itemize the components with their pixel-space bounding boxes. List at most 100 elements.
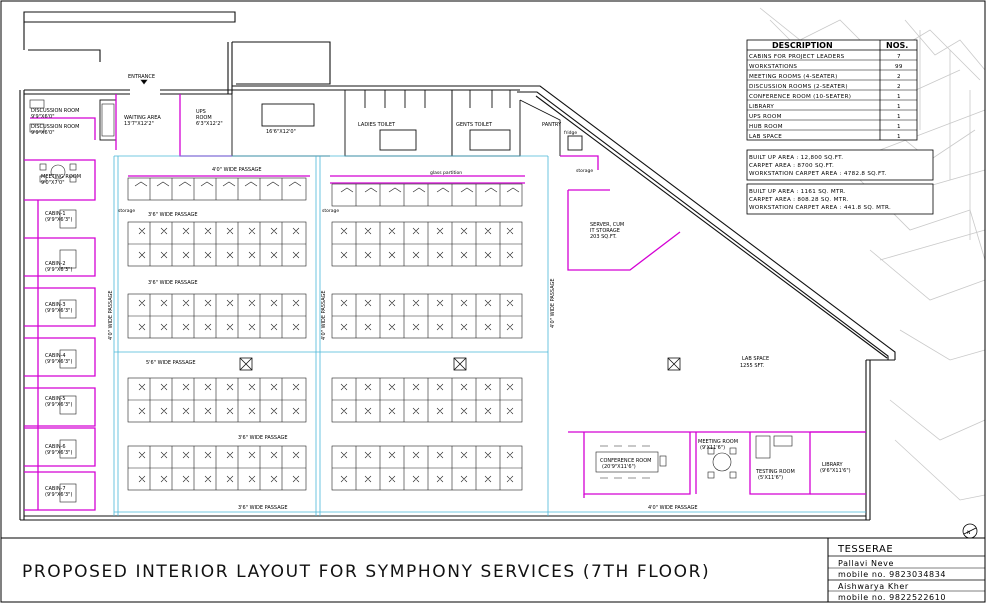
designer-1-mobile: mobile no. 9823034834	[838, 570, 946, 579]
table-row-description: LAB SPACE	[749, 134, 782, 140]
table-row-count: 1	[897, 94, 901, 100]
meeting-room-left-label: MEETING ROOM	[41, 174, 81, 180]
lab-space-size: 1255 SFT.	[740, 363, 765, 369]
passage-vertical-right-label: 4'0" WIDE PASSAGE	[550, 278, 556, 328]
pantry-label: PANTRY	[542, 122, 562, 128]
designer-2-mobile: mobile no. 9822522610	[838, 593, 946, 602]
workstations	[29, 79, 793, 503]
cabin-7-label: CABIN-7	[45, 486, 66, 492]
workstation-block	[127, 445, 307, 491]
testing-bench	[755, 435, 793, 459]
designer-2-name: Aishwarya Kher	[838, 582, 909, 591]
cabin-5-label: CABIN-5	[45, 396, 66, 402]
meeting-room-right-size: (9'X11'6")	[700, 445, 725, 451]
testing-room-size: (5'X11'6")	[758, 475, 783, 481]
cabin-3-label: CABIN-3	[45, 302, 66, 308]
server-size: 203 SQ.FT.	[590, 234, 617, 240]
storage-2-label: storage	[322, 208, 339, 214]
library-size: (9'6"X11'6")	[820, 468, 851, 474]
cabin-6-size: (9'9"X6'3")	[45, 450, 72, 456]
passage-row2-label: 3'6" WIDE PASSAGE	[148, 212, 198, 218]
table-row-count: 1	[897, 134, 901, 140]
passage-vertical-mid-label: 4'0" WIDE PASSAGE	[321, 290, 327, 340]
schedule-table: DESCRIPTION NOS. CABINS FOR PROJECT LEAD…	[746, 39, 918, 141]
table-row-count: 2	[897, 84, 901, 90]
area-summary-sqm: BUILT UP AREA : 1161 SQ. MTR. CARPET ARE…	[746, 183, 934, 215]
north-label: N	[967, 530, 970, 536]
cabin-7-size: (9'9"X6'3")	[45, 492, 72, 498]
lab-space-label: LAB SPACE	[742, 356, 769, 362]
passage-row3-label: 3'6" WIDE PASSAGE	[148, 280, 198, 286]
table-row-description: DISCUSSION ROOMS (2-SEATER)	[749, 84, 848, 90]
table-row-description: MEETING ROOMS (4-SEATER)	[749, 74, 838, 80]
partitions	[24, 94, 866, 511]
meeting-table	[707, 447, 737, 479]
entrance-label: ENTRANCE	[128, 74, 155, 80]
cabin-3-size: (9'9"X6'3")	[45, 308, 72, 314]
built-up-area-sqft: BUILT UP AREA : 12,800 SQ.FT.	[749, 155, 843, 161]
cabin-4-size: (9'9"X6'3")	[45, 359, 72, 365]
storage-3-label: storage	[576, 168, 593, 174]
storage-1-label: storage	[118, 208, 135, 214]
discussion-room-1-size: 9'9"X6'0"	[31, 114, 55, 120]
carpet-area-sqm: CARPET AREA : 808.28 SQ. MTR.	[749, 197, 849, 203]
table-row-description: CABINS FOR PROJECT LEADERS	[749, 54, 845, 60]
table-row-description: LIBRARY	[749, 104, 774, 110]
cabin-6-label: CABIN-6	[45, 444, 66, 450]
cabin-5-size: (9'9"X6'3")	[45, 402, 72, 408]
discussion-room-2-label: DISCUSSION ROOM	[31, 124, 79, 130]
workstation-block	[331, 377, 523, 423]
conference-room-size: (20'9"X11'6")	[602, 464, 636, 470]
discussion-room-1-label: DISCUSSION ROOM	[31, 108, 79, 114]
ups-room-label-2: ROOM	[196, 115, 212, 121]
table-row-count: 2	[897, 74, 901, 80]
cabin-1-label: CABIN-1	[45, 211, 66, 217]
workstation-block	[127, 377, 307, 423]
passage-lines	[113, 155, 866, 516]
discussion-room-2-size: 9'9"X6'0"	[31, 130, 55, 136]
table-row-description: UPS ROOM	[749, 114, 782, 120]
testing-room-label: TESTING ROOM	[755, 469, 795, 475]
waiting-area-size: 13'7"X12'2"	[124, 121, 154, 127]
passage-row4-label: 5'6" WIDE PASSAGE	[146, 360, 196, 366]
ups-room-label: UPS	[196, 109, 206, 115]
workstation-block	[127, 293, 307, 339]
built-up-area-sqm: BUILT UP AREA : 1161 SQ. MTR.	[749, 189, 846, 195]
glass-partition-label: glass partition	[430, 170, 462, 176]
entrance-arrow	[140, 79, 148, 85]
gents-toilet-label: GENTS TOILET	[456, 122, 493, 128]
hub-room-size: 16'6"X12'0"	[266, 129, 296, 135]
passage-bottom-right-label: 4'0" WIDE PASSAGE	[648, 505, 698, 511]
drawing-title: PROPOSED INTERIOR LAYOUT FOR SYMPHONY SE…	[22, 562, 710, 582]
title-block: TESSERAE Pallavi Neve mobile no. 9823034…	[827, 538, 985, 602]
company-name: TESSERAE	[837, 544, 893, 555]
workstation-carpet-area-sqm: WORKSTATION CARPET AREA : 441.8 SQ. MTR.	[749, 205, 891, 211]
conference-room-label: CONFERENCE ROOM	[600, 458, 651, 464]
meeting-room-right-label: MEETING ROOM	[698, 439, 738, 445]
passage-row5-label: 3'6" WIDE PASSAGE	[238, 435, 288, 441]
table-row-count: 1	[897, 124, 901, 130]
structural-columns	[239, 357, 681, 371]
room-labels: ENTRANCE DISCUSSION ROOM 9'9"X6'0" DISCU…	[31, 74, 851, 498]
ups-room-size: 6'3"X12'2"	[196, 121, 223, 127]
library-label: LIBRARY	[822, 462, 844, 468]
workstation-block	[127, 221, 307, 267]
workstation-carpet-area-sqft: WORKSTATION CARPET AREA : 4782.8 SQ.FT.	[749, 171, 887, 177]
north-arrow: N	[962, 523, 978, 539]
table-row-count: 7	[897, 54, 901, 60]
passage-vertical-left-label: 4'0" WIDE PASSAGE	[108, 290, 114, 340]
ladies-toilet-label: LADIES TOILET	[358, 122, 396, 128]
table-row-count: 99	[895, 64, 903, 70]
area-summary-sqft: BUILT UP AREA : 12,800 SQ.FT. CARPET ARE…	[746, 149, 934, 181]
meeting-room-left-size: 9'0"X7'0"	[41, 180, 65, 186]
cabin-1-size: (9'9"X6'3")	[45, 217, 72, 223]
cabin-2-size: (9'9"X6'3")	[45, 267, 72, 273]
passage-bottom-left-label: 3'6" WIDE PASSAGE	[238, 505, 288, 511]
carpet-area-sqft: CARPET AREA : 8700 SQ.FT.	[749, 163, 834, 169]
waiting-sofa	[101, 103, 115, 137]
table-header-description: DESCRIPTION	[772, 41, 833, 50]
workstation-block	[331, 445, 523, 491]
table-row-description: HUB ROOM	[749, 124, 783, 130]
